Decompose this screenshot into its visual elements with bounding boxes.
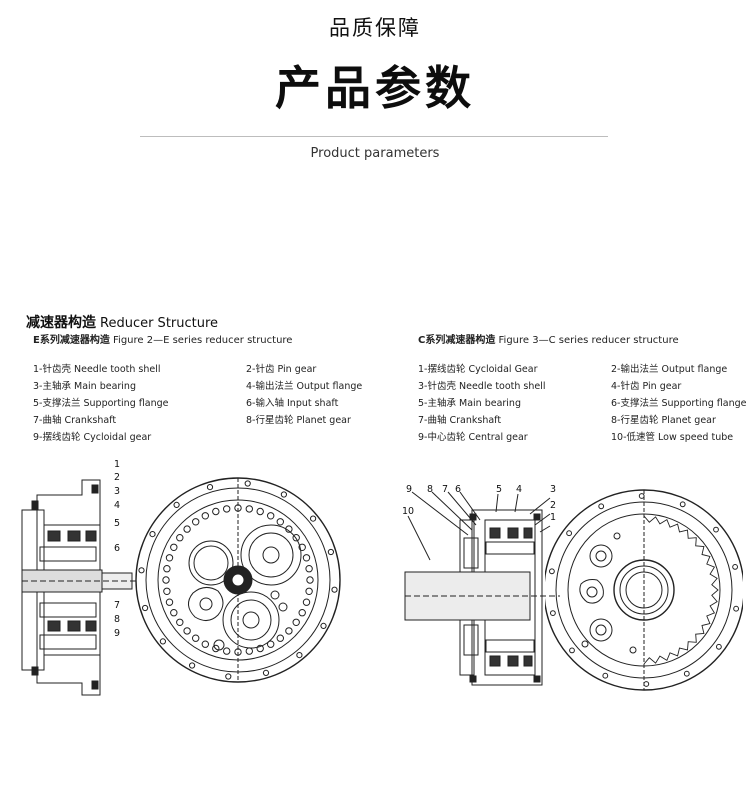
structure-heading: 减速器构造 Reducer Structure bbox=[26, 312, 218, 332]
c-series-label-cn: C系列减速器构造 bbox=[418, 335, 496, 346]
c-callout-5: 5 bbox=[496, 484, 503, 495]
e-series-front-view bbox=[135, 477, 341, 683]
c-part-3: 3-针齿壳 Needle tooth shell bbox=[418, 381, 546, 392]
e-part-9: 9-摆线齿轮 Cycloidal gear bbox=[33, 432, 152, 443]
c-callout-10: 10 bbox=[402, 506, 415, 517]
e-callout-2: 2 bbox=[114, 472, 121, 483]
title-divider bbox=[140, 136, 608, 137]
c-part-10: 10-低速管 Low speed tube bbox=[611, 432, 734, 443]
c-callout-1: 1 bbox=[550, 512, 557, 523]
e-series-section-view bbox=[21, 479, 137, 696]
e-callout-8: 8 bbox=[114, 614, 121, 625]
c-series-label: C系列减速器构造 Figure 3—C series reducer struc… bbox=[418, 331, 679, 346]
e-callout-1: 1 bbox=[114, 459, 121, 470]
top-label: 品质保障 bbox=[329, 16, 421, 40]
c-series-front-view bbox=[545, 489, 743, 691]
e-part-4: 4-输出法兰 Output flange bbox=[246, 381, 363, 392]
e-series-label: E系列减速器构造 Figure 2—E series reducer struc… bbox=[33, 331, 292, 346]
page-title: 产品参数 bbox=[275, 61, 475, 115]
c-callout-6: 6 bbox=[455, 484, 462, 495]
c-part-8: 8-行星齿轮 Planet gear bbox=[611, 415, 716, 426]
c-callout-3: 3 bbox=[550, 484, 557, 495]
c-part-4: 4-针齿 Pin gear bbox=[611, 381, 682, 392]
e-callout-3: 3 bbox=[114, 486, 121, 497]
e-series-label-cn: E系列减速器构造 bbox=[33, 335, 110, 346]
e-callout-4: 4 bbox=[114, 500, 121, 511]
c-series-section-view bbox=[404, 491, 560, 686]
e-part-1: 1-针齿壳 Needle tooth shell bbox=[33, 364, 161, 375]
c-part-7: 7-曲轴 Crankshaft bbox=[418, 415, 502, 426]
structure-title-cn: 减速器构造 bbox=[26, 315, 96, 331]
c-callout-4: 4 bbox=[516, 484, 523, 495]
c-part-5: 5-主轴承 Main bearing bbox=[418, 398, 521, 409]
c-series-label-en: Figure 3—C series reducer structure bbox=[498, 335, 679, 346]
e-callout-9: 9 bbox=[114, 628, 121, 639]
c-part-2: 2-输出法兰 Output flange bbox=[611, 364, 728, 375]
e-series-label-en: Figure 2—E series reducer structure bbox=[113, 335, 293, 346]
c-part-1: 1-摆线齿轮 Cycloidal Gear bbox=[418, 364, 538, 375]
c-callout-8: 8 bbox=[427, 484, 434, 495]
e-callout-7: 7 bbox=[114, 600, 121, 611]
e-part-6: 6-输入轴 Input shaft bbox=[246, 398, 339, 409]
e-callout-6: 6 bbox=[114, 543, 121, 554]
e-part-7: 7-曲轴 Crankshaft bbox=[33, 415, 117, 426]
c-part-9: 9-中心齿轮 Central gear bbox=[418, 432, 528, 443]
e-part-2: 2-针齿 Pin gear bbox=[246, 364, 317, 375]
c-part-6: 6-支撑法兰 Supporting flange bbox=[611, 398, 747, 409]
e-part-3: 3-主轴承 Main bearing bbox=[33, 381, 136, 392]
e-part-5: 5-支撑法兰 Supporting flange bbox=[33, 398, 169, 409]
page-subtitle: Product parameters bbox=[310, 146, 440, 161]
e-callout-5: 5 bbox=[114, 518, 121, 529]
e-part-8: 8-行星齿轮 Planet gear bbox=[246, 415, 351, 426]
structure-title-en: Reducer Structure bbox=[100, 316, 219, 331]
c-callout-9: 9 bbox=[406, 484, 413, 495]
c-callout-2: 2 bbox=[550, 500, 557, 511]
c-callout-7: 7 bbox=[442, 484, 449, 495]
